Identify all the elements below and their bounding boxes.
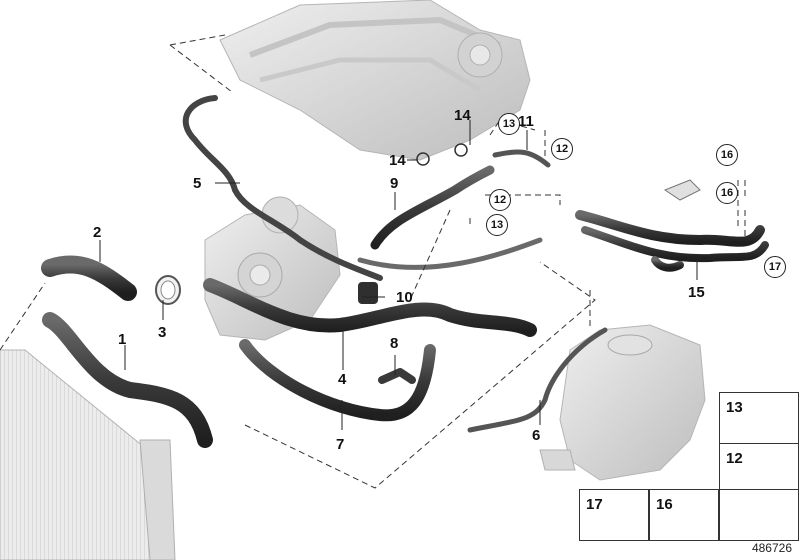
callout-16-upper: 16	[716, 144, 738, 166]
legend-box-16: 16	[649, 489, 719, 541]
hoses	[41, 95, 769, 448]
callout-13-upper: 13	[498, 113, 520, 135]
legend-box-arrow	[719, 489, 799, 541]
legend-box-13: 13	[719, 392, 799, 444]
part-label-1: 1	[118, 331, 127, 348]
part-label-15: 15	[688, 284, 705, 301]
part-label-4: 4	[338, 371, 347, 388]
dashed-lines	[0, 34, 746, 489]
legend-label-16: 16	[656, 496, 673, 513]
callout-12-lower: 12	[489, 189, 511, 211]
expansion-tank	[539, 324, 706, 481]
part-label-7: 7	[336, 436, 345, 453]
part-label-3: 3	[158, 324, 167, 341]
legend-label-17: 17	[586, 496, 603, 513]
callout-12-upper: 12	[551, 138, 573, 160]
legend-box-12: 12	[719, 443, 799, 490]
callout-16-lower: 16	[716, 182, 738, 204]
part-label-6: 6	[532, 427, 541, 444]
part-label-11: 11	[518, 113, 534, 130]
part-label-5: 5	[193, 175, 202, 192]
small-parts	[155, 143, 701, 305]
document-number: 486726	[751, 541, 792, 555]
callout-17: 17	[764, 256, 786, 278]
part-label-14-top: 14	[454, 107, 471, 124]
water-pump	[204, 196, 341, 341]
part-label-10: 10	[396, 289, 413, 306]
leader-lines	[99, 120, 698, 430]
part-label-14-left: 14	[389, 152, 406, 169]
legend-label-12: 12	[726, 450, 743, 467]
legend-box-17: 17	[579, 489, 649, 541]
callout-13-lower: 13	[486, 214, 508, 236]
part-label-9: 9	[390, 175, 399, 192]
part-label-2: 2	[93, 224, 102, 241]
part-label-8: 8	[390, 335, 399, 352]
legend-label-13: 13	[726, 399, 743, 416]
radiator	[0, 349, 176, 560]
cylinder-head	[219, 0, 531, 161]
